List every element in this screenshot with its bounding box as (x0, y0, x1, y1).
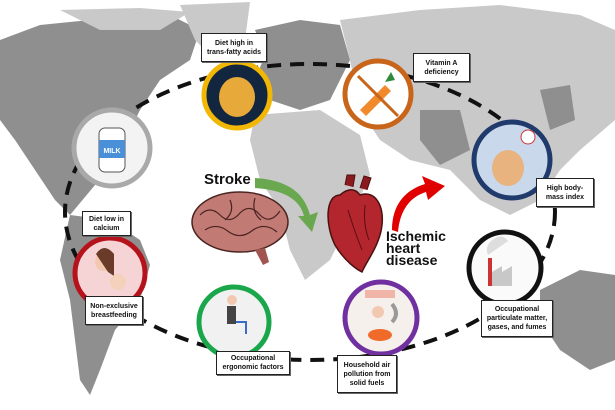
label-household-air: Household air pollution from solid fuels (337, 355, 397, 393)
label-trans-fat: Diet high in trans-fatty acids (201, 33, 267, 62)
circle-trans-fat (201, 59, 273, 131)
ihd-line: Ischemic (386, 228, 446, 244)
circle-breastfeeding (72, 235, 148, 311)
stroke-label: Stroke (204, 171, 251, 188)
circle-vitamin-a (342, 58, 414, 130)
heart-icon (327, 174, 383, 274)
stroke-arrow (255, 178, 318, 232)
ihd-line: heart (386, 240, 421, 256)
ihd-line: disease (386, 252, 438, 268)
svg-text:MILK: MILK (103, 148, 120, 155)
ihd-label: Ischemic heart disease (386, 228, 446, 268)
circle-household-air (342, 279, 420, 357)
label-ergonomic: Occupational ergonomic factors (216, 351, 290, 375)
circle-high-bmi (471, 119, 553, 201)
label-low-calcium: Diet low in calcium (82, 211, 131, 236)
label-high-bmi: High body-mass index (536, 178, 594, 207)
circle-low-calcium: MILK (71, 107, 153, 189)
label-breastfeeding: Non-exclusive breastfeeding (85, 296, 143, 325)
map-australia (540, 270, 615, 370)
label-vitamin-a: Vitamin A deficiency (413, 53, 470, 82)
circle-ergonomic (196, 284, 272, 360)
ihd-arrow (392, 176, 445, 232)
risk-factor-cycle (63, 62, 557, 362)
circle-particulate (466, 229, 544, 307)
label-particulate: Occupational particulate matter, gases, … (481, 300, 553, 337)
brain-icon (191, 191, 289, 265)
